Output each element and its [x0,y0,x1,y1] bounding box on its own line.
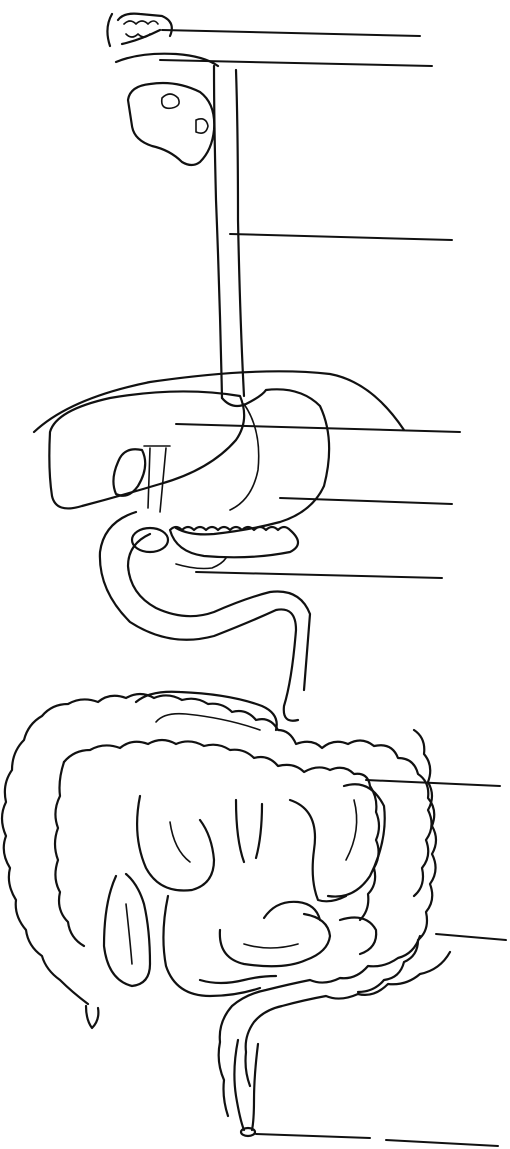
loop-j [200,976,276,983]
colon-inner [64,740,379,920]
ascending-colon-inner [55,762,84,946]
leader-line-stomach [280,498,452,504]
loop-b [236,800,262,862]
pharynx-skull-outline [128,83,214,165]
anus [241,1128,255,1136]
bile-duct [144,446,170,512]
esophagus-right-wall [236,70,244,396]
small-cavity [196,119,208,133]
pyloric-region [176,558,226,569]
loop-f [163,896,260,996]
teeth [124,21,158,37]
loop-g-inner [244,944,298,948]
leader-line-esophagus [230,234,452,240]
loop-d-inner [346,800,357,860]
leader-line-rectum [256,1134,370,1138]
ileum-loop-1b [156,714,260,730]
loop-h [264,902,320,920]
sigmoid-colon [219,936,420,1116]
nasal-cavity [162,94,179,108]
duodenum [100,512,310,721]
stomach [176,389,329,534]
liver [34,371,404,508]
mouth-region [107,14,218,165]
leader-line-anus [386,1140,498,1146]
loop-g [220,914,330,966]
stomach-outline [176,389,329,534]
liver-outline [49,391,244,508]
leader-line-small-intestine [366,780,500,786]
esophagus [214,66,244,398]
loop-c [290,800,346,901]
loop-i [340,918,376,954]
appendix [86,1006,98,1028]
leader-line-pancreas [196,572,442,578]
loop-a-inner [170,822,190,862]
duodenal-bulb [132,528,168,552]
leader-line-liver [176,424,460,432]
loop-e [104,874,150,986]
sigmoid-colon-outer [246,952,451,1086]
small-intestine [104,692,385,996]
leader-line-mouth [162,30,420,36]
large-intestine [2,694,450,1116]
leader-line-tongue [160,60,432,66]
descending-colon-inner [414,730,432,896]
leader-line-large-intestine [436,934,506,940]
label-leader-lines [160,30,506,1146]
esophagus-left-wall [214,66,222,398]
diaphragm-line [34,371,404,432]
loop-e-inner [126,904,132,964]
colon-outer [2,694,436,1004]
